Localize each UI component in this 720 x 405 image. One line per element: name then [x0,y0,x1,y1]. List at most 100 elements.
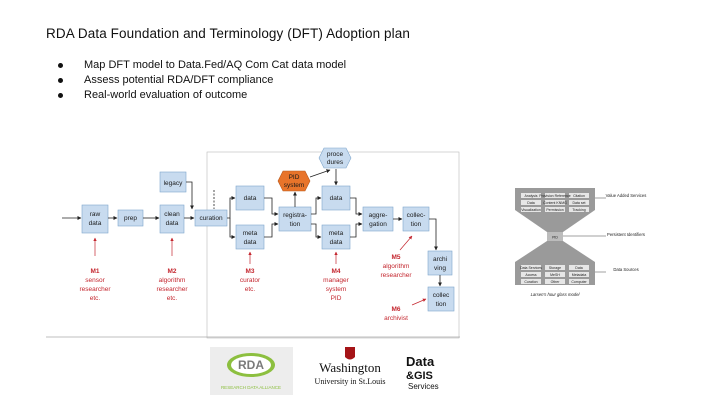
svg-text:etc.: etc. [245,286,256,293]
svg-text:system: system [326,286,347,293]
svg-text:Analysis: Analysis [524,194,537,198]
box-meta-data-1: meta data [235,224,265,250]
svg-text:Visualization: Visualization [521,208,541,212]
marker-m1: M1 sensor researcher etc. [79,237,111,302]
svg-text:Permission: Permission [546,208,563,212]
box-data-2: data [321,185,351,211]
box-aggregation: aggre- gation [362,206,394,232]
svg-text:data: data [244,239,257,246]
svg-text:data: data [244,195,257,202]
box-data-1: data [235,185,265,211]
svg-text:M6: M6 [391,306,400,313]
svg-text:&GIS: &GIS [406,370,433,382]
svg-text:proce: proce [327,151,344,158]
svg-text:tion: tion [290,221,301,228]
svg-text:prep: prep [124,215,137,222]
svg-text:Metadata: Metadata [572,273,587,277]
box-meta-data-2: meta data [321,224,351,250]
bullet-item: Real-world evaluation of outcome [58,88,346,103]
svg-text:collec-: collec- [407,212,426,219]
svg-text:legacy: legacy [164,180,184,187]
box-collection-2: collec tion [427,286,455,312]
svg-text:manager: manager [323,277,349,284]
bullet-dot [58,78,63,83]
svg-text:RDA: RDA [238,358,264,372]
bullet-list: Map DFT model to Data.Fed/AQ Com Cat dat… [58,58,346,103]
bullet-text: Real-world evaluation of outcome [84,89,248,101]
box-prep: prep [117,209,144,227]
svg-text:PID: PID [331,295,342,302]
box-clean-data: clean data [159,204,185,234]
svg-text:RESEARCH DATA ALLIANCE: RESEARCH DATA ALLIANCE [221,385,281,390]
svg-text:Washington: Washington [319,360,381,375]
svg-text:Computer: Computer [571,280,587,284]
svg-text:Curation: Curation [524,280,537,284]
svg-text:Tracking: Tracking [572,208,585,212]
svg-text:gation: gation [369,221,387,228]
svg-text:tion: tion [411,221,422,228]
box-procedures: proce dures [318,147,352,169]
svg-text:M2: M2 [167,268,176,275]
svg-text:curator: curator [240,277,261,284]
marker-m6: M6 archivist [384,298,427,322]
box-raw-data: raw data [81,204,109,234]
svg-text:M5: M5 [391,254,400,261]
svg-text:PID: PID [289,174,300,181]
svg-text:Services: Services [408,382,439,391]
svg-text:registra-: registra- [283,212,307,219]
svg-text:tion: tion [436,301,447,308]
svg-text:Data: Data [406,354,435,369]
box-archiving: archi ving [427,250,453,276]
svg-text:Data: Data [575,266,582,270]
box-curation: curation [194,209,228,227]
svg-text:MeSH: MeSH [550,273,560,277]
box-pid-system: PID system [277,170,311,192]
svg-text:archivist: archivist [384,315,408,322]
svg-text:M1: M1 [90,268,99,275]
svg-text:Content KNMG: Content KNMG [543,201,567,205]
svg-text:Other: Other [551,280,561,284]
svg-text:archi: archi [433,256,447,263]
bullet-item: Map DFT model to Data.Fed/AQ Com Cat dat… [58,58,346,73]
svg-text:data: data [330,195,343,202]
svg-text:researcher: researcher [380,272,412,279]
svg-text:aggre-: aggre- [369,212,388,219]
svg-text:meta: meta [243,230,258,237]
svg-text:Citation: Citation [573,194,585,198]
svg-text:dures: dures [327,159,344,166]
svg-text:Provision Reference: Provision Reference [539,194,571,198]
marker-m4: M4 manager system PID [323,251,350,302]
bullet-dot [58,63,63,68]
flow-arrows [62,169,442,287]
svg-text:University in St.Louis: University in St.Louis [315,377,386,386]
svg-text:Data Sources: Data Sources [613,267,638,272]
svg-text:Access: Access [525,273,537,277]
svg-text:researcher: researcher [156,286,188,293]
box-legacy: legacy [159,171,187,193]
svg-text:raw: raw [90,211,101,218]
svg-text:clean: clean [164,211,180,218]
svg-text:PID: PID [552,236,558,240]
bullet-text: Map DFT model to Data.Fed/AQ Com Cat dat… [84,59,347,71]
bullet-item: Assess potential RDA/DFT compliance [58,73,346,88]
svg-text:M4: M4 [331,268,340,275]
hourglass-model: PID Analysis Provision Reference Citatio… [515,188,646,297]
svg-text:data: data [330,239,343,246]
marker-m5: M5 algorithm researcher [380,235,412,279]
svg-text:meta: meta [329,230,344,237]
svg-text:etc.: etc. [167,295,178,302]
svg-text:Value Added Services: Value Added Services [606,193,647,198]
box-registration: registra- tion [278,206,312,232]
slide-title: RDA Data Foundation and Terminology (DFT… [46,26,410,41]
washington-logo: Washington University in St.Louis [315,347,386,386]
rda-logo: RDA RESEARCH DATA ALLIANCE [210,347,293,395]
svg-text:curation: curation [199,215,223,222]
svg-text:M3: M3 [245,268,254,275]
svg-text:algorithm: algorithm [383,263,410,270]
svg-text:Data set: Data set [572,201,585,205]
svg-text:researcher: researcher [79,286,111,293]
svg-text:Data Services: Data Services [520,266,542,270]
svg-text:sensor: sensor [85,277,105,284]
svg-text:collec: collec [433,292,450,299]
